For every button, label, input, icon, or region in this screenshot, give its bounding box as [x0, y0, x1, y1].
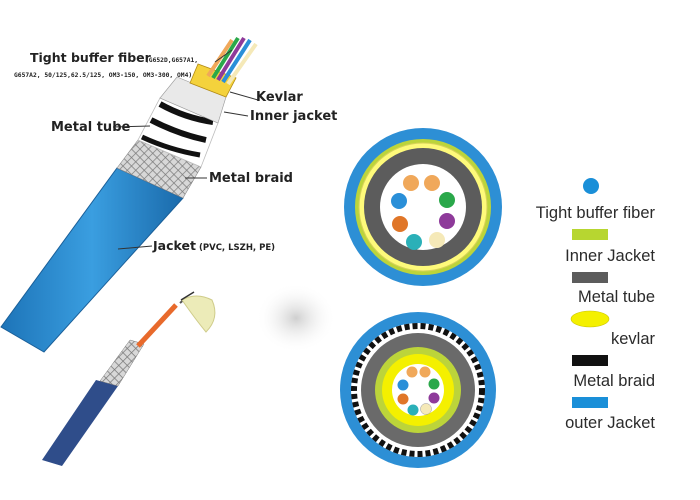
fiber-bundle	[206, 36, 258, 86]
tight-buffer-fiber-swatch	[583, 178, 599, 194]
jacket-callout: Jacket	[152, 238, 196, 253]
fiber-dot	[407, 404, 419, 416]
fiber-dot	[429, 232, 445, 248]
metal-tube-swatch	[572, 272, 608, 283]
fiber-dot	[439, 192, 455, 208]
fiber-dot	[428, 392, 440, 404]
kevlar-swatch	[570, 310, 610, 328]
fiber-group-bottom	[397, 366, 440, 416]
cross-section-top	[344, 128, 502, 286]
kevlar-callout: Kevlar	[256, 90, 303, 105]
legend-item-metal-braid: Metal braid	[572, 355, 655, 390]
legend: Tight buffer fiber Inner Jacket Metal tu…	[536, 178, 656, 432]
fiber-group-top	[391, 175, 455, 250]
fiber-dot	[406, 234, 422, 250]
legend-item-metal-tube: Metal tube	[572, 272, 655, 306]
legend-label-metal-tube: Metal tube	[578, 288, 655, 306]
fiber-dot	[397, 393, 409, 405]
legend-item-outer-jacket: outer Jacket	[565, 397, 655, 432]
fiber-core	[380, 164, 466, 250]
legend-item-kevlar: kevlar	[570, 310, 656, 348]
cable-side-illustration: Tight buffer fiber (G652D,G657A1, G657A2…	[0, 36, 337, 353]
metal-braid-callout: Metal braid	[209, 171, 293, 186]
fiber-dot	[392, 216, 408, 232]
metal-tube-callout: Metal tube	[51, 120, 130, 135]
fiber-callout-title: Tight buffer fiber	[30, 50, 152, 65]
fiber-callout-spec-2: G657A2, 50/125,62.5/125, OM3-150, OM3-30…	[14, 72, 192, 79]
fiber-dot	[403, 175, 419, 191]
fiber-dot	[439, 213, 455, 229]
fiber-dot	[391, 193, 407, 209]
blur-artifact	[256, 283, 336, 353]
fiber-dot	[406, 366, 418, 378]
fiber-dot	[420, 403, 432, 415]
legend-label-metal-braid: Metal braid	[573, 372, 655, 390]
metal-braid-ring	[351, 323, 485, 457]
legend-label-tight-buffer-fiber: Tight buffer fiber	[536, 204, 656, 222]
legend-item-tight-buffer-fiber: Tight buffer fiber	[536, 178, 656, 222]
metal-braid-swatch	[572, 355, 608, 366]
inner-jacket-callout: Inner jacket	[250, 109, 337, 124]
cable-photo	[42, 291, 216, 466]
cross-section-bottom	[340, 312, 496, 468]
legend-label-kevlar: kevlar	[611, 330, 656, 348]
legend-item-inner-jacket: Inner Jacket	[565, 229, 655, 265]
jacket-spec-callout: (PVC, LSZH, PE)	[199, 243, 275, 253]
inner-jacket-swatch	[572, 229, 608, 240]
outer-jacket-swatch	[572, 397, 608, 408]
legend-label-outer-jacket: outer Jacket	[565, 414, 655, 432]
fiber-dot	[419, 366, 431, 378]
fiber-dot	[428, 378, 440, 390]
fiber-callout-spec-1: (G652D,G657A1,	[145, 57, 198, 64]
fiber-dot	[424, 175, 440, 191]
legend-label-inner-jacket: Inner Jacket	[565, 247, 655, 265]
fiber-dot	[397, 379, 409, 391]
